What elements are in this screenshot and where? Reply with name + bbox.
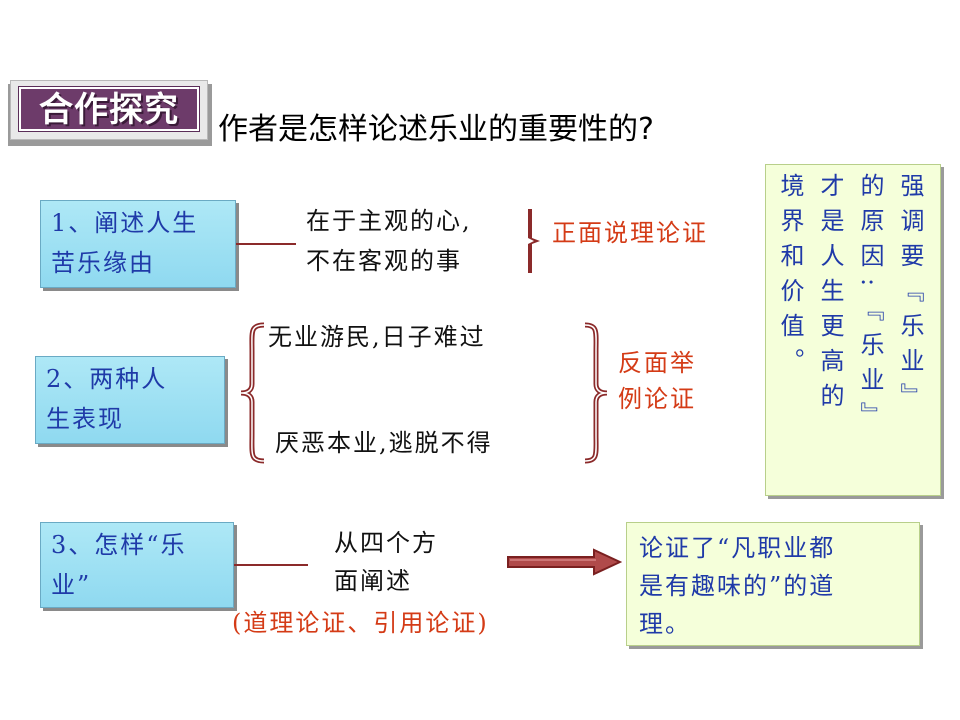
row3-method: (道理论证、引用论证) (232, 609, 489, 637)
vertical-col-1: 强调要『乐业』 (896, 173, 924, 418)
topic-3-line1: 3、怎样“乐 (51, 531, 187, 559)
row2-method-line2: 例论证 (618, 385, 696, 413)
vertical-col-4: 境界和价值。 (776, 173, 804, 383)
row1-point-2: 不在客观的事 (306, 247, 462, 275)
reason-box-vertical: 强调要『乐业』 的原因:『乐业』 才是人生更高的 境界和价值。 (765, 164, 941, 496)
conclusion-box: 论证了“凡职业都 是有趣味的”的道 理。 (626, 522, 920, 646)
arrow-right-icon (507, 548, 622, 576)
section-badge-label: 合作探究 (19, 87, 199, 131)
row2-right-brace-icon (584, 322, 608, 464)
connector-line-3 (234, 564, 308, 566)
row2-method-line1: 反面举 (618, 349, 696, 377)
conclusion-line2: 是有趣味的”的道 (639, 572, 836, 600)
question-title: 作者是怎样论述乐业的重要性的? (218, 112, 654, 147)
section-badge: 合作探究 (10, 80, 208, 140)
row2-left-brace-icon (240, 322, 265, 464)
topic-box-1[interactable]: 1、阐述人生 苦乐缘由 (40, 200, 236, 288)
vertical-col-2: 的原因:『乐业』 (856, 173, 884, 438)
connector-line-1 (236, 243, 296, 245)
topic-2-line1: 2、两种人 (46, 365, 168, 393)
topic-box-3[interactable]: 3、怎样“乐 业” (40, 522, 234, 608)
vertical-col-3: 才是人生更高的 (816, 173, 844, 418)
row3-point-2: 面阐述 (334, 567, 412, 595)
row2-point-1: 无业游民,日子难过 (268, 323, 486, 351)
topic-3-line2: 业” (51, 571, 92, 599)
conclusion-line1: 论证了“凡职业都 (639, 534, 836, 562)
topic-2-line2: 生表现 (46, 405, 124, 433)
topic-1-line2: 苦乐缘由 (51, 249, 155, 277)
row1-method: 正面说理论证 (552, 219, 708, 247)
row1-right-bracket-icon (522, 209, 540, 273)
row3-point-1: 从四个方 (334, 529, 438, 557)
topic-1-line1: 1、阐述人生 (51, 209, 199, 237)
row1-point-1: 在于主观的心, (306, 207, 472, 235)
row2-point-2: 厌恶本业,逃脱不得 (275, 429, 493, 457)
conclusion-line3: 理。 (639, 610, 691, 638)
topic-box-2[interactable]: 2、两种人 生表现 (35, 356, 225, 444)
